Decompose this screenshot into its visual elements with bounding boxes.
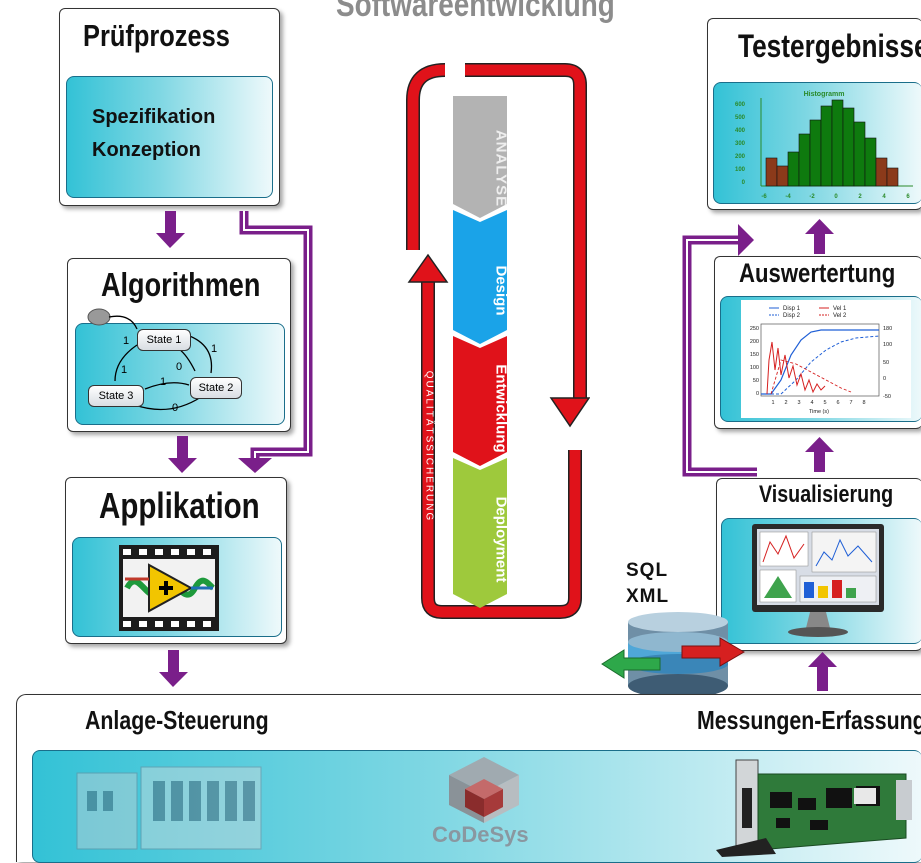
- plot-ytick-left: 100: [750, 365, 759, 371]
- auswertung-title: Auswertertung: [739, 258, 896, 288]
- histogram-ytick: 400: [735, 128, 746, 134]
- plot-ytick-left: 50: [753, 378, 759, 384]
- pruefprozess-line1: Spezifikation: [92, 106, 216, 128]
- phase-entwicklung: [453, 336, 507, 466]
- pruefprozess-panel: [66, 76, 273, 198]
- plot-ytick-left: 0: [756, 391, 759, 397]
- anlage-steuerung-title: Anlage-Steuerung: [85, 705, 269, 735]
- plot-xtick: 5: [823, 400, 826, 406]
- plot-ytick-right: 100: [883, 342, 892, 348]
- codesys-logo: [449, 757, 519, 823]
- right-flow-arrows: [682, 219, 837, 691]
- histogram-ytick: 600: [735, 102, 746, 108]
- cycle-left-label: QUALITÄTSSICHERUNG: [423, 370, 435, 523]
- database-label-sql: SQL: [626, 560, 669, 581]
- legend-entry: Disp 1: [783, 306, 801, 312]
- plot-xlabel: Time (s): [809, 409, 829, 415]
- transition-label: 1: [121, 364, 128, 376]
- codesys-logo-text: CoDeSys: [432, 822, 529, 847]
- plot-ytick-right: -50: [883, 394, 891, 400]
- plot-ytick-left: 200: [750, 339, 759, 345]
- histogram-xtick: 6: [906, 194, 910, 200]
- histogram-ytick: 200: [735, 154, 746, 160]
- testergebnisse-title: Testergebnisse: [738, 28, 921, 64]
- plot-xtick: 7: [849, 400, 852, 406]
- plot-xtick: 1: [771, 400, 774, 406]
- phase-analyse-label: ANALYSE: [492, 129, 510, 208]
- histogram-xtick: -2: [809, 194, 815, 200]
- state-3-node: State 3: [88, 385, 144, 407]
- plot-ytick-right: 0: [883, 376, 886, 382]
- histogram-xtick: -6: [761, 194, 767, 200]
- visualisierung-title: Visualisierung: [759, 481, 894, 508]
- messungen-erfassung-title: Messungen-Erfassung: [697, 705, 921, 735]
- development-cycle-diagram: [406, 63, 590, 619]
- left-flow-arrows: [156, 211, 313, 687]
- transition-label: 1: [211, 343, 218, 355]
- histogram-xtick: 4: [882, 194, 886, 200]
- daq-card-icon: [716, 759, 912, 857]
- labview-vi-icon: [119, 545, 219, 631]
- plot-xtick: 3: [797, 400, 800, 406]
- applikation-title: Applikation: [99, 485, 260, 526]
- database-label-xml: XML: [626, 586, 670, 607]
- page-title: Softwareentwicklung: [336, 0, 615, 24]
- plc-hardware-icon: [76, 766, 262, 850]
- plot-xtick: 2: [784, 400, 787, 406]
- plot-xtick: 6: [836, 400, 839, 406]
- histogram-xtick: 0: [834, 194, 838, 200]
- histogram-ytick: 500: [735, 115, 746, 121]
- phase-design: [453, 210, 507, 344]
- histogram-xtick: 2: [858, 194, 862, 200]
- state-machine-diagram: [87, 308, 213, 411]
- legend-entry: Disp 2: [783, 313, 801, 319]
- transition-label: 1: [123, 335, 130, 347]
- histogram-title: Histogramm: [804, 91, 845, 98]
- histogram-xtick: -4: [785, 194, 791, 200]
- plot-ytick-left: 250: [750, 326, 759, 332]
- database-icon: [601, 612, 745, 698]
- transition-label: 0: [176, 361, 183, 373]
- algorithmen-title: Algorithmen: [101, 266, 261, 303]
- histogram-ytick: 100: [735, 167, 746, 173]
- state-1-node: State 1: [137, 329, 191, 351]
- histogram-ytick: 300: [735, 141, 746, 147]
- phase-entwicklung-label: Entwicklung: [492, 364, 510, 453]
- time-series-plot: Disp 1 Disp 2 Vel 1 Vel 2 250 200 150 10…: [741, 300, 911, 418]
- plot-ytick-right: 50: [883, 360, 889, 366]
- phase-deployment: [453, 458, 507, 608]
- transition-label: 1: [160, 376, 167, 388]
- histogram-ytick: 0: [742, 180, 746, 186]
- pruefprozess-line2: Konzeption: [92, 139, 201, 161]
- monitor-screenshot-icon: [752, 524, 884, 637]
- plot-xtick: 4: [810, 400, 813, 406]
- legend-entry: Vel 1: [833, 306, 847, 312]
- plot-ytick-right: 180: [883, 326, 892, 332]
- transition-label: 0: [172, 402, 179, 414]
- cycle-right-label: Kurzere Entwicklungszeit: [554, 162, 566, 322]
- phase-deployment-label: Deployment: [492, 496, 510, 583]
- plot-xtick: 8: [862, 400, 865, 406]
- phase-analyse: [453, 96, 507, 218]
- pruefprozess-title: Prüfprozess: [83, 18, 230, 53]
- legend-entry: Vel 2: [833, 313, 847, 319]
- state-2-node: State 2: [190, 377, 242, 399]
- histogram-chart: Histogramm 600 500 400 300 200 100 0 -6 …: [735, 91, 913, 200]
- plot-ytick-left: 150: [750, 352, 759, 358]
